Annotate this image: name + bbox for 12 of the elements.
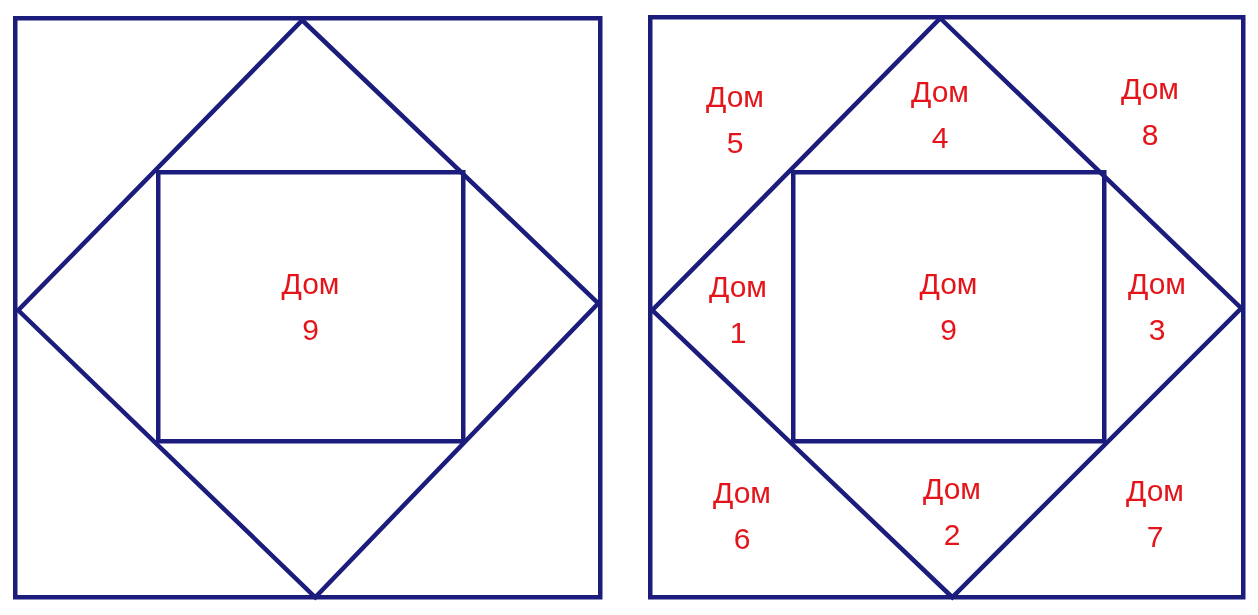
house-label: Дом 3 xyxy=(1128,266,1186,348)
house-label: Дом 8 xyxy=(1121,71,1179,153)
house-label: Дом 6 xyxy=(713,475,771,557)
square-frame xyxy=(790,169,1107,444)
house-label: Дом 2 xyxy=(923,471,981,553)
house-label: Дом 9 xyxy=(281,265,340,348)
house-label: Дом 9 xyxy=(919,265,978,348)
square-frame xyxy=(155,169,466,444)
house-label: Дом 5 xyxy=(706,79,764,161)
house-label: Дом 1 xyxy=(709,269,767,351)
house-label: Дом 4 xyxy=(911,74,969,156)
house-label: Дом 7 xyxy=(1126,473,1184,555)
